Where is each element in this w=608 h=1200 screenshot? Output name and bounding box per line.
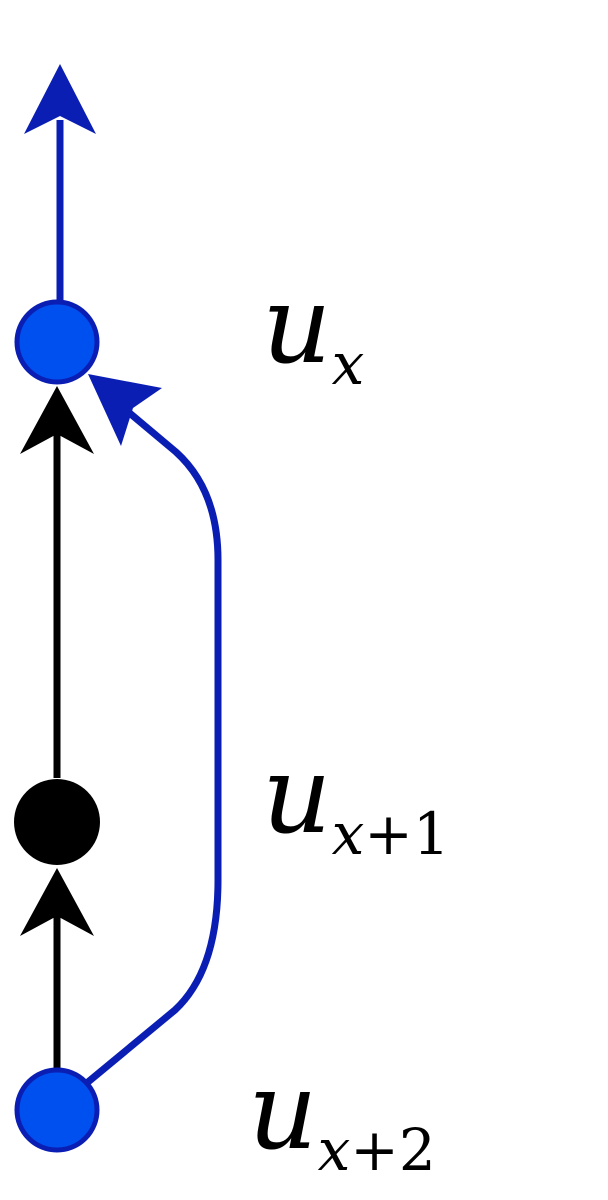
label-u-x-plus-1: ux+1 xyxy=(262,733,450,868)
edge-x1-to-x xyxy=(20,386,94,778)
label-u-x: ux xyxy=(262,263,364,398)
node-u-x-plus-2 xyxy=(14,1067,100,1153)
arrowhead-blue-icon xyxy=(24,64,96,134)
arrowhead-black-icon xyxy=(20,386,94,454)
edge-x2-to-x1 xyxy=(20,868,94,1068)
label-u-x-plus-2: ux+2 xyxy=(248,1049,436,1184)
node-u-x xyxy=(14,299,100,385)
edge-x2-to-x-skip xyxy=(85,374,222,1085)
arrowhead-black-icon xyxy=(20,868,94,936)
edge-x-output xyxy=(24,64,96,300)
node-u-x-plus-1 xyxy=(14,779,100,865)
arrowhead-blue-icon xyxy=(88,374,162,446)
